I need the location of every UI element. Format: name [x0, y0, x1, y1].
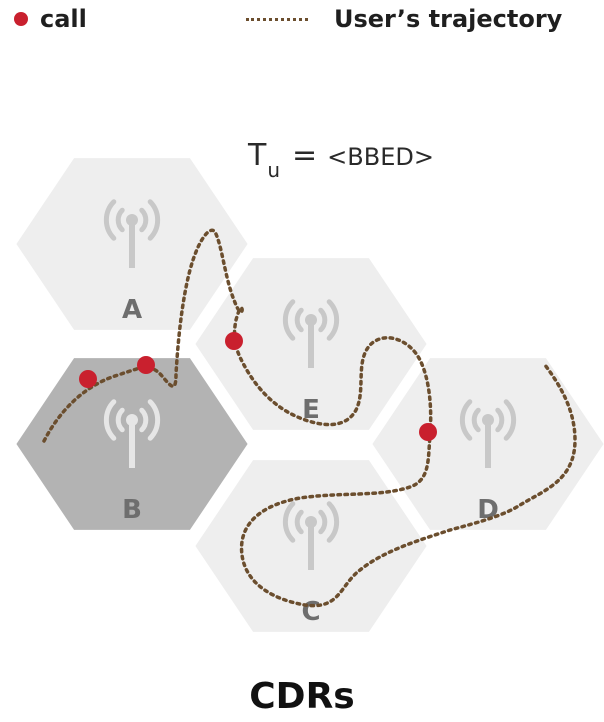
call-dot-icon: [14, 12, 28, 26]
cell-a: A: [11, 154, 253, 334]
user-trajectory-path: [42, 228, 577, 608]
legend-call: call: [14, 4, 87, 34]
cell-c: C: [190, 456, 432, 636]
formula-equals: =: [292, 138, 318, 173]
formula-sequence: <BBED>: [327, 143, 434, 171]
formula-base: T: [248, 138, 267, 173]
legend-trajectory-label: User’s trajectory: [334, 5, 563, 33]
formula-subscript: u: [267, 158, 281, 182]
cell-label: A: [122, 295, 142, 325]
legend-call-label: call: [40, 5, 87, 33]
cell-label: E: [302, 395, 320, 425]
cell-tower-icon: [282, 501, 340, 570]
call-marker: [79, 370, 97, 388]
calls-group: [79, 332, 437, 441]
cell-tower-icon: [103, 399, 161, 468]
cell-tower-icon: [459, 399, 517, 468]
trajectory-line-icon: [246, 17, 308, 21]
cell-tower-icon: [282, 299, 340, 368]
cell-label: B: [122, 495, 142, 525]
call-marker: [225, 332, 243, 350]
cell-e: E: [190, 254, 432, 434]
call-marker: [419, 423, 437, 441]
cell-tower-icon: [103, 199, 161, 268]
cells-group: A B E D C: [11, 154, 604, 636]
cell-label: D: [477, 495, 499, 525]
trajectory-formula: T u = <BBED>: [248, 138, 434, 182]
legend-trajectory: User’s trajectory: [246, 4, 562, 34]
cell-label: C: [301, 597, 320, 627]
footer-title: CDRs: [249, 676, 355, 717]
call-marker: [137, 356, 155, 374]
cell-b: B: [11, 354, 253, 534]
